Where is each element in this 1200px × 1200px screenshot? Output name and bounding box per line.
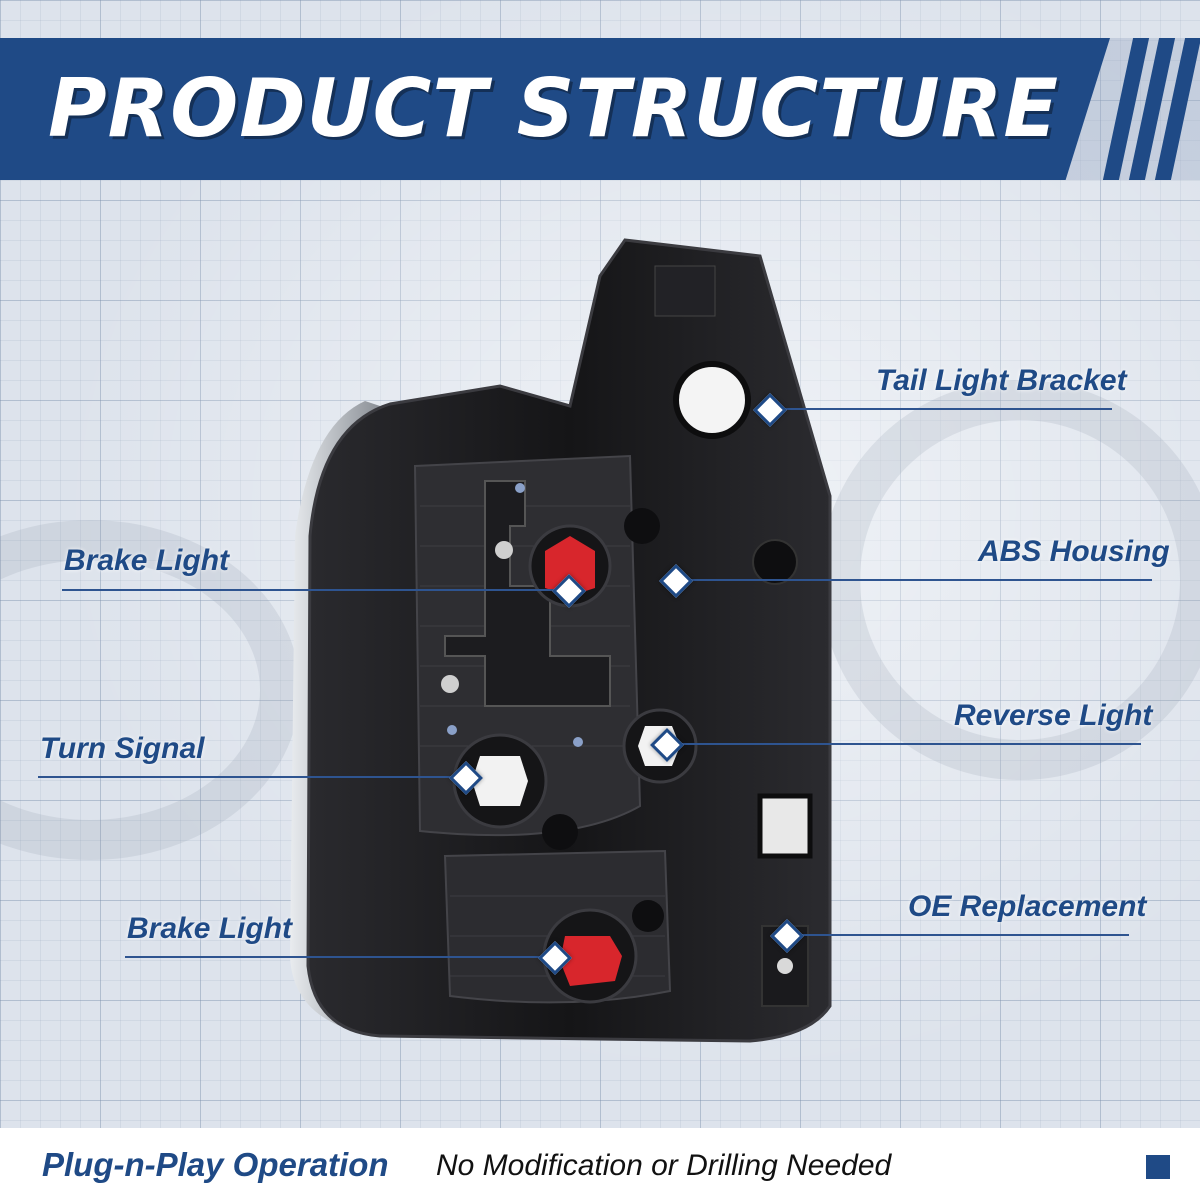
footer-bar — [0, 1128, 1200, 1200]
label-brake-light-lower: Brake Light — [127, 912, 293, 945]
footer-square-icon — [1146, 1155, 1170, 1179]
screw — [515, 483, 525, 493]
label-tail-light-bracket: Tail Light Bracket — [876, 364, 1127, 397]
tail-light-image — [290, 238, 832, 1043]
callout-line-brake-light-lower — [125, 956, 555, 958]
label-brake-light-upper: Brake Light — [64, 544, 230, 577]
bolt — [495, 541, 513, 559]
footer-headline: Plug-n-Play Operation — [42, 1146, 389, 1183]
bracket-label-plate — [654, 265, 716, 317]
grommet — [632, 900, 664, 932]
label-turn-signal: Turn Signal — [40, 732, 205, 765]
callout-line-oe-replacement — [787, 934, 1129, 936]
footer-subtext: No Modification or Drilling Needed — [436, 1149, 892, 1182]
side-window — [757, 793, 813, 859]
grommet — [752, 539, 798, 585]
title-banner — [0, 38, 1110, 180]
page-title: PRODUCT STRUCTURE — [48, 62, 1059, 155]
bolt — [441, 675, 459, 693]
screw — [573, 737, 583, 747]
bracket-hole — [673, 361, 751, 439]
label-abs-housing: ABS Housing — [978, 535, 1170, 568]
grommet — [542, 814, 578, 850]
turn-signal-bulb — [472, 756, 528, 806]
callout-line-abs-housing — [676, 579, 1152, 581]
callout-line-tail-light-bracket — [770, 408, 1112, 410]
bottom-mount-hole — [777, 958, 793, 974]
lower-brake-bulb — [560, 936, 622, 986]
upper-brake-bulb — [545, 536, 595, 596]
grommet — [624, 508, 660, 544]
callout-line-reverse-light — [667, 743, 1141, 745]
label-oe-replacement: OE Replacement — [908, 890, 1147, 923]
screw — [447, 725, 457, 735]
mounting-plate — [444, 480, 611, 707]
callout-line-brake-light-upper — [62, 589, 570, 591]
callout-line-turn-signal — [38, 776, 466, 778]
label-reverse-light: Reverse Light — [954, 699, 1153, 732]
